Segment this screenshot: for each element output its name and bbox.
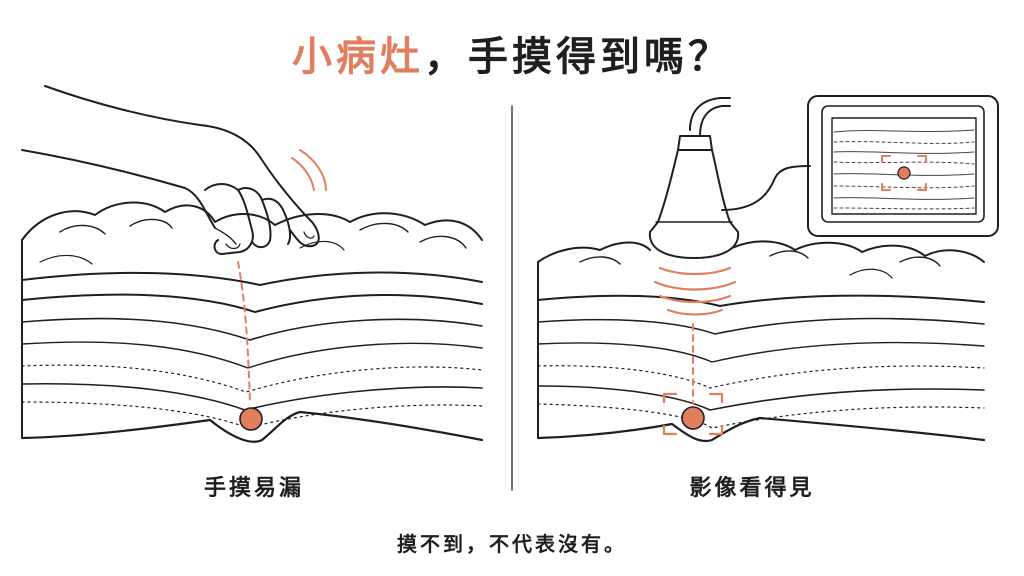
caption-left: 手摸易漏 — [203, 476, 304, 501]
title-highlight: 小病灶 — [292, 34, 424, 80]
page-title: 小病灶，手摸得到嗎？ — [0, 24, 1024, 82]
right-tissue — [536, 240, 986, 443]
monitor — [807, 95, 999, 237]
title-rest: ，手摸得到嗎？ — [424, 34, 732, 80]
lesion-monitor — [897, 166, 911, 180]
footer-message: 摸不到，不代表沒有。 — [397, 532, 627, 556]
lesion-left — [239, 407, 263, 431]
palpation-dashed-line — [237, 261, 251, 405]
lesion-right — [681, 406, 705, 430]
caption-right: 影像看得見 — [689, 476, 815, 501]
hand-illustration — [21, 85, 327, 255]
target-bracket — [662, 392, 724, 436]
ultrasound-probe — [648, 97, 811, 259]
left-tissue — [20, 201, 484, 443]
ultrasound-waves — [653, 266, 737, 316]
